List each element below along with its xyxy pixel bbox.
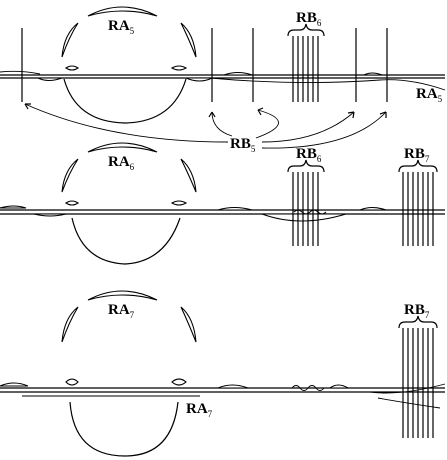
blob-right xyxy=(170,65,188,71)
label-rb5: RB5 xyxy=(230,136,256,154)
arrow-2 xyxy=(211,111,233,137)
hump-c xyxy=(328,384,350,389)
panel-top: RA5 RB6 RA5 RB5 xyxy=(0,6,446,154)
label-ra7: RA7 xyxy=(108,302,135,320)
hump-a xyxy=(37,77,63,82)
waves xyxy=(293,209,327,215)
arrow-5 xyxy=(261,111,387,149)
arc-right xyxy=(180,22,197,58)
arrow-4 xyxy=(261,111,355,143)
arc-top xyxy=(87,290,158,301)
waves xyxy=(291,385,325,391)
bowl xyxy=(71,217,181,265)
hump-a xyxy=(0,205,27,209)
rb6-brace xyxy=(287,23,325,37)
blob-right xyxy=(170,200,188,206)
bowl xyxy=(69,401,179,457)
label-ra6: RA6 xyxy=(108,154,135,172)
arc-top xyxy=(87,142,158,153)
rb7-bundle xyxy=(402,328,434,438)
label-ra7-low: RA7 xyxy=(186,401,213,419)
arc-right xyxy=(180,158,197,193)
blob-right xyxy=(171,378,187,386)
blob-left xyxy=(65,65,79,71)
bowl xyxy=(63,78,187,124)
rb7-brace xyxy=(398,315,438,329)
hump-b xyxy=(217,384,249,389)
arc-left xyxy=(61,158,79,193)
panel-bottom: RA7 RB7 RA7 xyxy=(0,290,446,457)
label-ra5-right: RA5 xyxy=(416,86,443,104)
rb6-bundle xyxy=(292,36,319,102)
arrow-3 xyxy=(255,109,279,139)
rb6-brace xyxy=(287,159,325,173)
hump-b xyxy=(185,77,213,82)
arc-left xyxy=(61,306,79,343)
arc-left xyxy=(61,22,79,58)
label-ra5: RA5 xyxy=(108,18,135,36)
hump-b xyxy=(33,213,67,217)
arrowheads xyxy=(24,103,387,119)
rb6-bundle xyxy=(292,172,319,246)
arc-right xyxy=(180,306,197,343)
panel-middle: RA6 RB6 RB7 xyxy=(0,142,445,265)
label-rb6: RB6 xyxy=(296,146,322,164)
arc-top xyxy=(87,6,158,17)
rb7-bundle xyxy=(402,172,434,246)
label-rb7: RB7 xyxy=(404,146,430,164)
blob-left xyxy=(65,200,79,206)
hump-d xyxy=(363,72,383,76)
hump-a xyxy=(0,382,29,387)
blob-left xyxy=(65,378,79,386)
rb7-brace xyxy=(398,159,438,173)
hump-d xyxy=(359,206,387,211)
wave xyxy=(0,70,446,91)
hump-c xyxy=(223,71,253,76)
arrow-1 xyxy=(24,103,229,143)
hump-c xyxy=(217,206,253,211)
label-rb7: RB7 xyxy=(404,302,430,320)
lens xyxy=(261,213,347,222)
label-rb6: RB6 xyxy=(296,10,322,28)
